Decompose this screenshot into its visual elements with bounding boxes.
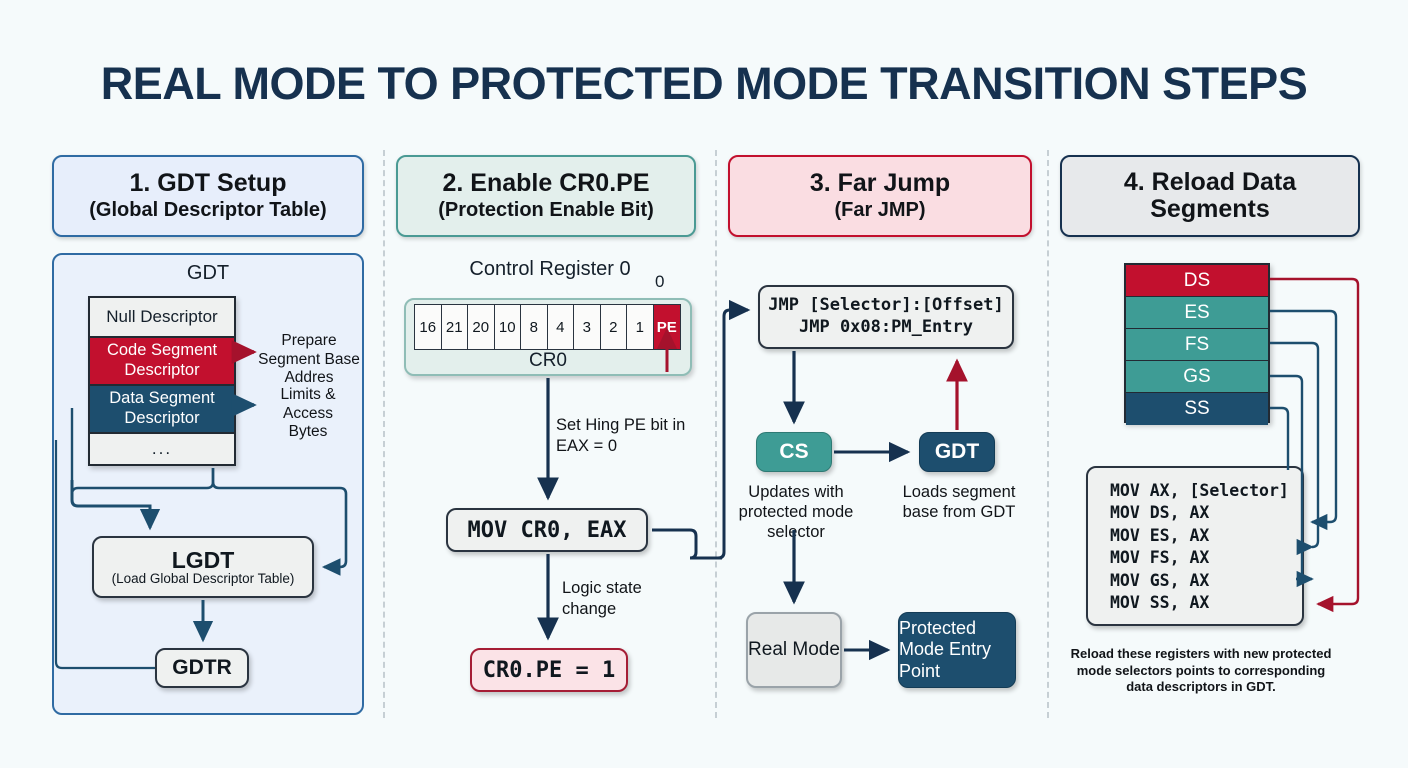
segment-row-gs[interactable]: GS bbox=[1126, 361, 1268, 393]
column-header-enable-cr0pe[interactable]: 2. Enable CR0.PE (Protection Enable Bit) bbox=[396, 155, 696, 237]
gdt-row-data-segment[interactable]: Data Segment Descriptor bbox=[90, 386, 234, 434]
real-mode-label: Real Mode bbox=[748, 638, 840, 660]
bit-cell-8[interactable]: 8 bbox=[521, 305, 548, 349]
segment-row-ds[interactable]: DS bbox=[1126, 265, 1268, 297]
cs-label: CS bbox=[779, 440, 809, 463]
cr0-pe-result-text: CR0.PE = 1 bbox=[482, 657, 616, 683]
bit-cell-1[interactable]: 1 bbox=[627, 305, 654, 349]
bit-cell-21[interactable]: 21 bbox=[442, 305, 468, 349]
header-subtitle: Segments bbox=[1150, 195, 1270, 223]
code-line-6: MOV SS, AX bbox=[1110, 593, 1210, 613]
note-limits-access-bytes: Limits & Access Bytes bbox=[280, 386, 336, 441]
gdt-reference-box[interactable]: GDT bbox=[919, 432, 995, 472]
bit-cell-10[interactable]: 10 bbox=[495, 305, 521, 349]
gdt-row-ellipsis[interactable]: ... bbox=[90, 434, 234, 464]
gdt-panel-label: GDT bbox=[186, 262, 230, 284]
gdtr-box[interactable]: GDTR bbox=[155, 648, 249, 688]
lgdt-subtitle: (Load Global Descriptor Table) bbox=[111, 570, 295, 586]
bit-cell-4[interactable]: 4 bbox=[548, 305, 574, 349]
control-register-label: Control Register 0 bbox=[469, 258, 631, 280]
bit-cell-pe[interactable]: PE bbox=[653, 305, 680, 349]
protected-mode-entry-label: Protected Mode Entry Point bbox=[899, 617, 992, 681]
bit-cell-2[interactable]: 2 bbox=[601, 305, 627, 349]
note-prepare-segment-base: Prepare Segment Base Addres bbox=[258, 332, 360, 387]
lgdt-title: LGDT bbox=[171, 546, 235, 573]
column-divider-2 bbox=[715, 150, 717, 718]
protected-mode-entry-box[interactable]: Protected Mode Entry Point bbox=[898, 612, 1016, 688]
caption-gdt-loads: Loads segment base from GDT bbox=[902, 483, 1016, 522]
code-line-4: MOV FS, AX bbox=[1110, 548, 1210, 568]
edge-label-set-pe-bit: Set Hing PE bit in EAX = 0 bbox=[556, 416, 686, 455]
header-subtitle: (Protection Enable Bit) bbox=[438, 199, 654, 222]
gdt-table: Null Descriptor Code Segment Descriptor … bbox=[88, 296, 236, 466]
bit-index-zero-label: 0 bbox=[655, 272, 665, 291]
code-line-2: MOV DS, AX bbox=[1110, 503, 1210, 523]
mov-cr0-eax-box[interactable]: MOV CR0, EAX bbox=[446, 508, 648, 552]
gdt-row-null[interactable]: Null Descriptor bbox=[90, 298, 234, 338]
page-title: REAL MODE TO PROTECTED MODE TRANSITION S… bbox=[100, 58, 1308, 109]
gdt-row-code-segment[interactable]: Code Segment Descriptor bbox=[90, 338, 234, 386]
column-divider-3 bbox=[1047, 150, 1049, 718]
cr0-register-name: CR0 bbox=[528, 350, 567, 371]
edge-label-logic-state-change: Logic state change bbox=[562, 579, 642, 618]
code-line-5: MOV GS, AX bbox=[1110, 570, 1210, 590]
bit-cell-20[interactable]: 20 bbox=[468, 305, 495, 349]
gdt-label: GDT bbox=[934, 440, 980, 463]
jmp-line-1: JMP [Selector]:[Offset] bbox=[768, 295, 1004, 316]
column-header-gdt-setup[interactable]: 1. GDT Setup (Global Descriptor Table) bbox=[52, 155, 364, 237]
column-divider-1 bbox=[383, 150, 385, 718]
segment-register-stack: DS ES FS GS SS bbox=[1124, 263, 1270, 425]
header-subtitle: (Far JMP) bbox=[834, 199, 926, 222]
mov-cr0-eax-text: MOV CR0, EAX bbox=[467, 517, 627, 543]
bit-cell-16[interactable]: 16 bbox=[415, 305, 442, 349]
cs-register-box[interactable]: CS bbox=[756, 432, 832, 472]
caption-cs-updates: Updates with protected mode selector bbox=[738, 483, 854, 542]
header-title: 3. Far Jump bbox=[809, 168, 951, 197]
lgdt-box[interactable]: LGDT (Load Global Descriptor Table) bbox=[92, 536, 314, 598]
code-line-1: MOV AX, [Selector] bbox=[1110, 481, 1289, 500]
reload-footnote: Reload these registers with new protecte… bbox=[1070, 646, 1332, 695]
cr0-pe-result-box[interactable]: CR0.PE = 1 bbox=[470, 648, 628, 692]
column-header-reload-data-segments[interactable]: 4. Reload Data Segments bbox=[1060, 155, 1360, 237]
header-title: 4. Reload Data bbox=[1123, 167, 1297, 196]
segment-row-es[interactable]: ES bbox=[1126, 297, 1268, 329]
jmp-line-2: JMP 0x08:PM_Entry bbox=[799, 317, 973, 337]
far-jmp-instruction-box[interactable]: JMP [Selector]:[Offset] JMP 0x08:PM_Entr… bbox=[758, 285, 1014, 349]
header-title: 2. Enable CR0.PE bbox=[442, 168, 650, 197]
segment-row-ss[interactable]: SS bbox=[1126, 393, 1268, 425]
header-title: 1. GDT Setup bbox=[129, 168, 287, 197]
header-subtitle: (Global Descriptor Table) bbox=[89, 199, 327, 222]
reload-code-block[interactable]: MOV AX, [Selector] MOV DS, AX MOV ES, AX… bbox=[1086, 466, 1304, 626]
code-line-3: MOV ES, AX bbox=[1110, 525, 1210, 545]
gdtr-title: GDTR bbox=[172, 656, 232, 679]
segment-row-fs[interactable]: FS bbox=[1126, 329, 1268, 361]
bit-cell-3[interactable]: 3 bbox=[574, 305, 601, 349]
cr0-bit-strip: 16 21 20 10 8 4 3 2 1 PE bbox=[414, 304, 681, 350]
column-header-far-jump[interactable]: 3. Far Jump (Far JMP) bbox=[728, 155, 1032, 237]
real-mode-box[interactable]: Real Mode bbox=[746, 612, 842, 688]
